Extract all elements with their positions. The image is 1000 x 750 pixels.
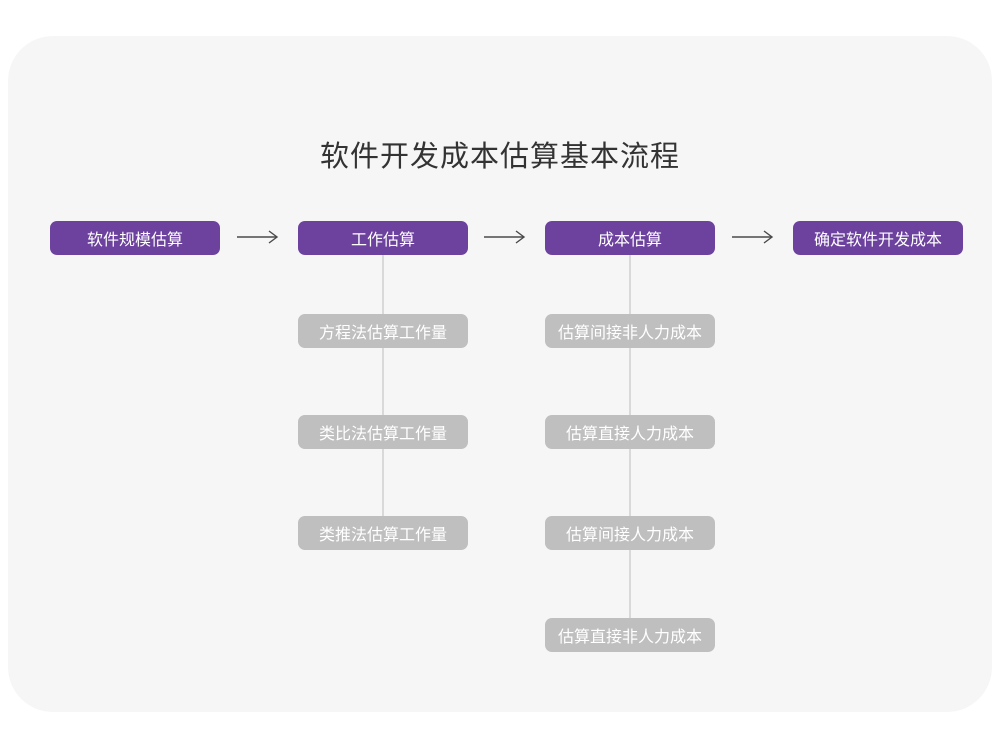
flow-step-cost-estimation: 成本估算 bbox=[545, 221, 715, 255]
sub-step-direct-non-labor-cost: 估算直接非人力成本 bbox=[545, 618, 715, 652]
flow-step-work-estimation: 工作估算 bbox=[298, 221, 468, 255]
sub-step-indirect-labor-cost: 估算间接人力成本 bbox=[545, 516, 715, 550]
connector-line-work-estimation bbox=[382, 255, 384, 516]
sub-step-analogy-method-workload: 类比法估算工作量 bbox=[298, 415, 468, 449]
arrow-right-icon bbox=[484, 230, 526, 244]
flow-step-determine-development-cost: 确定软件开发成本 bbox=[793, 221, 963, 255]
flow-step-software-scale-estimation: 软件规模估算 bbox=[50, 221, 220, 255]
diagram-card: 软件开发成本估算基本流程 软件规模估算 工作估算 成本估算 确定软件开发成本 方… bbox=[8, 36, 992, 712]
arrow-right-icon bbox=[732, 230, 774, 244]
sub-step-equation-method-workload: 方程法估算工作量 bbox=[298, 314, 468, 348]
sub-step-indirect-non-labor-cost: 估算间接非人力成本 bbox=[545, 314, 715, 348]
diagram-title: 软件开发成本估算基本流程 bbox=[319, 141, 680, 173]
sub-step-direct-labor-cost: 估算直接人力成本 bbox=[545, 415, 715, 449]
sub-step-extrapolation-method-workload: 类推法估算工作量 bbox=[298, 516, 468, 550]
arrow-right-icon bbox=[237, 230, 279, 244]
